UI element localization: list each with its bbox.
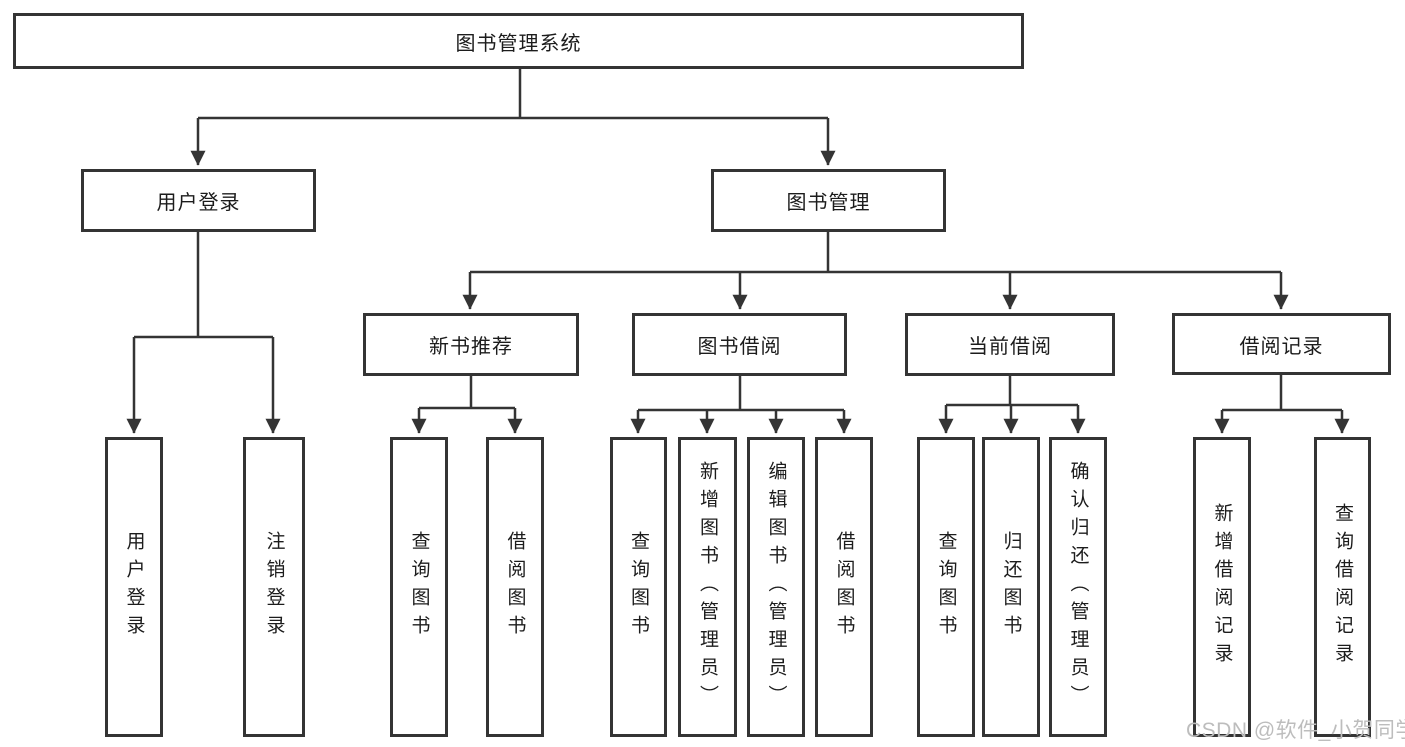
node-book-borrowing: 图书借阅: [632, 313, 847, 376]
node-current-borrowing: 当前借阅: [905, 313, 1115, 376]
node-new-book-recommend-label: 新书推荐: [429, 336, 513, 358]
leaf-current-return-books: 归还图书: [982, 437, 1040, 737]
node-book-borrowing-label: 图书借阅: [697, 336, 782, 358]
leaf-records-query-record: 查询借阅记录: [1314, 437, 1371, 737]
node-book-management: 图书管理: [711, 169, 946, 232]
leaf-records-add-record-label: 新增借阅记录: [1211, 503, 1233, 671]
leaf-newbooks-borrow-books-label: 借阅图书: [504, 531, 526, 643]
leaf-newbooks-query-books: 查询图书: [390, 437, 448, 737]
leaf-borrowing-add-books-admin: 新增图书（管理员）: [678, 437, 737, 737]
leaf-current-return-books-label: 归还图书: [1000, 531, 1022, 643]
leaf-user-login: 用户登录: [105, 437, 163, 737]
node-borrowing-records: 借阅记录: [1172, 313, 1391, 375]
leaf-current-query-books: 查询图书: [917, 437, 975, 737]
leaf-logout: 注销登录: [243, 437, 305, 737]
node-root: 图书管理系统: [13, 13, 1024, 69]
node-new-book-recommend: 新书推荐: [363, 313, 579, 376]
leaf-borrowing-edit-books-admin-label: 编辑图书（管理员）: [765, 461, 787, 713]
node-user-login-label: 用户登录: [156, 192, 241, 214]
leaf-records-add-record: 新增借阅记录: [1193, 437, 1251, 737]
leaf-current-confirm-return-admin: 确认归还（管理员）: [1049, 437, 1107, 737]
leaf-borrowing-add-books-admin-label: 新增图书（管理员）: [697, 461, 718, 713]
leaf-borrowing-borrow-books-label: 借阅图书: [833, 531, 855, 643]
node-user-login: 用户登录: [81, 169, 316, 232]
leaf-user-login-label: 用户登录: [123, 531, 145, 643]
leaf-newbooks-query-books-label: 查询图书: [408, 531, 430, 643]
node-root-label: 图书管理系统: [455, 32, 582, 55]
leaf-records-query-record-label: 查询借阅记录: [1332, 503, 1353, 671]
leaf-borrowing-edit-books-admin: 编辑图书（管理员）: [747, 437, 805, 737]
node-borrowing-records-label: 借阅记录: [1239, 335, 1324, 358]
node-current-borrowing-label: 当前借阅: [968, 336, 1052, 358]
leaf-borrowing-query-books: 查询图书: [610, 437, 667, 737]
leaf-current-confirm-return-admin-label: 确认归还（管理员）: [1067, 461, 1089, 713]
leaf-borrowing-borrow-books: 借阅图书: [815, 437, 873, 737]
csdn-watermark: CSDN @软件_小贺同学: [1186, 719, 1405, 742]
node-book-management-label: 图书管理: [786, 192, 871, 214]
leaf-logout-label: 注销登录: [263, 531, 285, 643]
leaf-borrowing-query-books-label: 查询图书: [628, 531, 649, 643]
leaf-newbooks-borrow-books: 借阅图书: [486, 437, 544, 737]
leaf-current-query-books-label: 查询图书: [935, 531, 957, 643]
